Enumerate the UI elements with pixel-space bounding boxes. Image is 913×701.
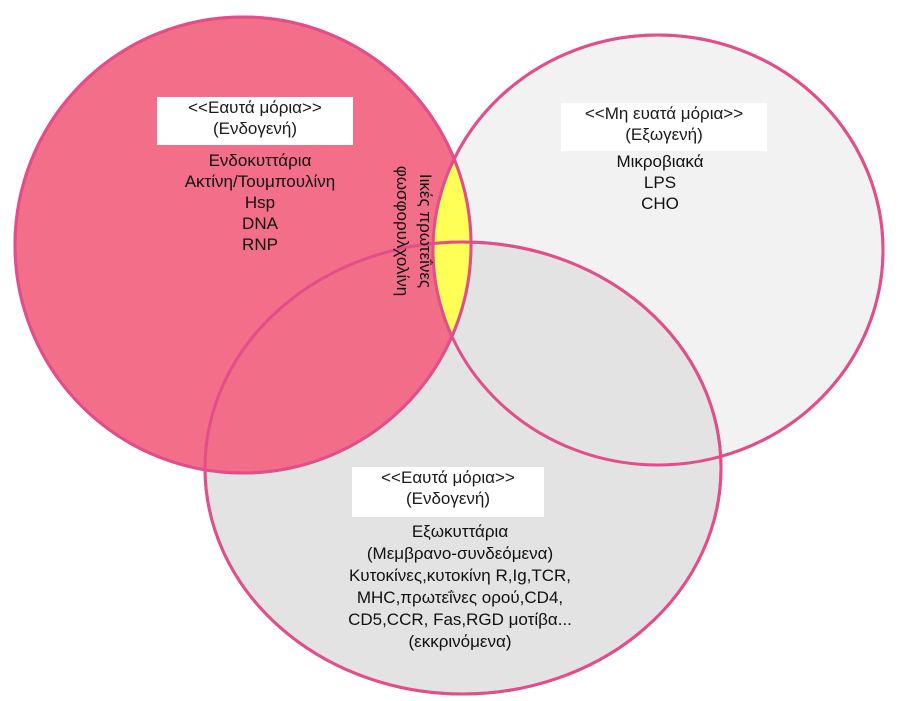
bottom-item: Εξωκυττάρια <box>411 522 509 541</box>
bottom-item: MHC,πρωτεΐνες ορού,CD4, <box>356 588 564 607</box>
right-circle-outline <box>431 33 885 467</box>
bottom-title: <<Εαυτά μόρια>> <box>381 468 515 487</box>
left-title-box: <<Εαυτά μόρια>> (Ενδογενή) <box>157 97 353 145</box>
right-subtitle: (Εξωγενή) <box>625 125 703 144</box>
left-title: <<Εαυτά μόρια>> <box>188 98 322 117</box>
center-label-2: φωσφορυλχολίνη <box>393 165 412 297</box>
bottom-subtitle: (Ενδογενή) <box>405 489 491 508</box>
left-item: Ενδοκυττάρια <box>208 151 312 170</box>
right-item: CHO <box>641 194 679 213</box>
bottom-items: Εξωκυττάρια (Μεμβρανο-συνδεόμενα) Κυτοκί… <box>300 521 620 653</box>
left-item: Hsp <box>244 193 276 212</box>
left-item: Ακτίνη/Τουμπουλίνη <box>184 172 336 191</box>
bottom-item: CD5,CCR, Fas,RGD μοτίβα... <box>348 610 572 629</box>
right-items: Μικροβιακά LPS CHO <box>560 151 760 214</box>
bottom-item: (Μεμβρανο-συνδεόμενα) <box>366 544 554 563</box>
right-item: Μικροβιακά <box>616 152 704 171</box>
left-item: RNP <box>242 235 278 254</box>
left-subtitle: (Ενδογενή) <box>212 119 298 138</box>
right-item: LPS <box>643 173 677 192</box>
right-title-box: <<Μη ευατά μόρια>> (Εξωγενή) <box>561 103 767 151</box>
left-items: Ενδοκυττάρια Ακτίνη/Τουμπουλίνη Hsp DNA … <box>150 150 370 255</box>
bottom-title-box: <<Εαυτά μόρια>> (Ενδογενή) <box>352 467 544 517</box>
left-item: DNA <box>242 214 278 233</box>
bottom-item: Κυτοκίνες,κυτοκίνη R,Ig,TCR, <box>348 566 572 585</box>
left-circle-outline <box>13 15 473 475</box>
center-label-1: Ιικές πρωτεΐνες <box>416 173 435 289</box>
bottom-circle-outline <box>203 240 723 696</box>
right-title: <<Μη ευατά μόρια>> <box>584 104 744 123</box>
bottom-item: (εκκρινόμενα) <box>408 632 512 651</box>
